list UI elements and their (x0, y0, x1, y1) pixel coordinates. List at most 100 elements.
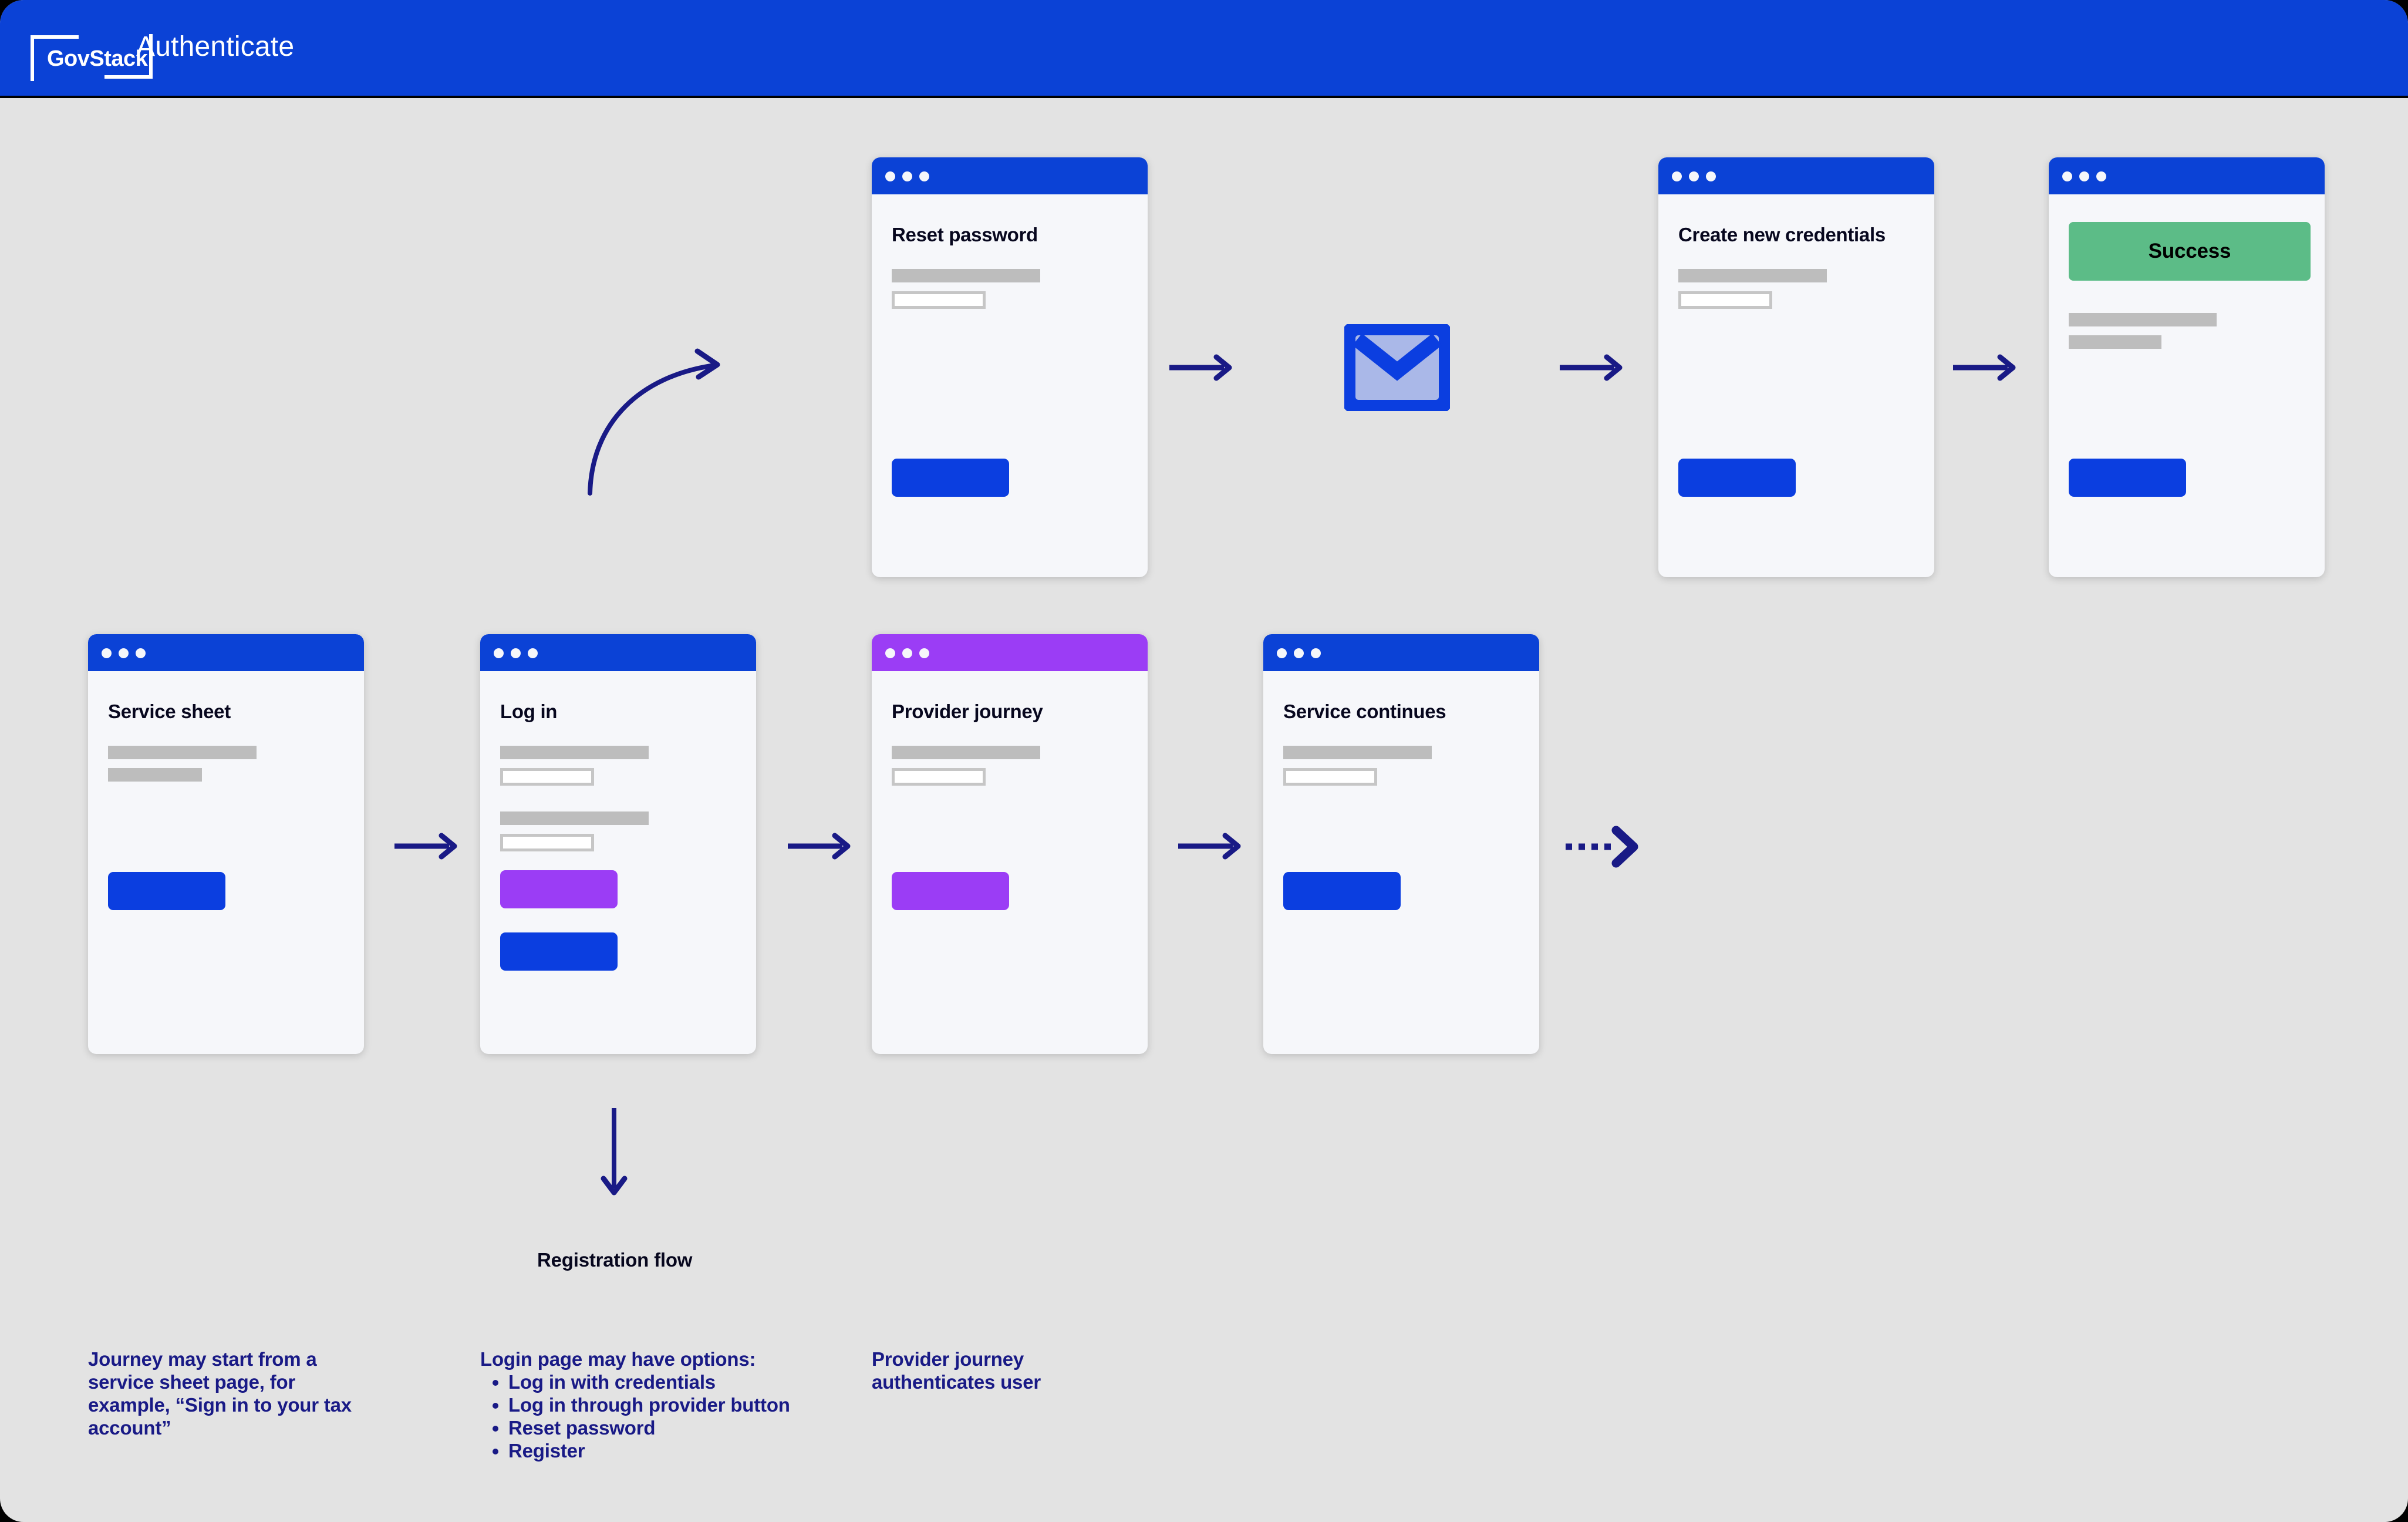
placeholder-label-bar (892, 746, 1040, 759)
arrow-down-icon (601, 1108, 628, 1196)
note-provider-journey: Provider journey authenticates user (872, 1348, 1041, 1393)
card-titlebar (1263, 634, 1539, 671)
note-login-options-heading: Login page may have options: (480, 1348, 756, 1370)
window-dot-icon (136, 648, 146, 658)
card-heading: Service sheet (108, 701, 231, 722)
note-login-options: Login page may have options: Log in with… (480, 1348, 832, 1462)
window-dots-icon (885, 171, 929, 181)
window-dot-icon (494, 648, 504, 658)
card-titlebar (872, 634, 1148, 671)
window-dot-icon (511, 648, 521, 658)
primary-action-button[interactable] (892, 872, 1009, 910)
card-provider-journey[interactable]: Provider journey (872, 634, 1148, 1054)
card-titlebar (480, 634, 756, 671)
placeholder-label-bar (500, 746, 649, 759)
primary-action-button[interactable] (500, 932, 618, 971)
primary-action-button[interactable] (108, 872, 225, 910)
window-dot-icon (919, 171, 929, 181)
text-input-field[interactable] (892, 768, 986, 786)
card-heading: Provider journey (892, 701, 1043, 722)
window-dot-icon (885, 171, 895, 181)
window-dots-icon (1277, 648, 1321, 658)
window-dot-icon (1294, 648, 1304, 658)
logo-text: GovStack (47, 46, 148, 71)
window-dot-icon (919, 648, 929, 658)
logo-bracket-bottom-right-icon (104, 34, 153, 79)
card-heading: Log in (500, 701, 558, 722)
placeholder-label-bar (2069, 335, 2161, 349)
window-dots-icon (2062, 171, 2106, 181)
text-input-field[interactable] (1678, 291, 1772, 309)
note-login-options-list: Log in with credentials Log in through p… (480, 1371, 832, 1462)
arrow-right-icon (1560, 354, 1623, 381)
card-reset-password[interactable]: Reset password (872, 157, 1148, 577)
primary-action-button[interactable] (892, 459, 1009, 497)
arrow-dotted-right-icon (1566, 826, 1638, 868)
arrow-right-icon (788, 833, 851, 860)
window-dots-icon (1672, 171, 1716, 181)
envelope-icon (1344, 324, 1450, 411)
text-input-field[interactable] (892, 291, 986, 309)
card-heading: Service continues (1283, 701, 1446, 722)
window-dot-icon (528, 648, 538, 658)
arrow-right-icon (394, 833, 457, 860)
primary-action-button[interactable] (1283, 872, 1401, 910)
app-header: GovStack Authenticate (0, 0, 2408, 98)
window-dot-icon (1277, 648, 1287, 658)
card-success[interactable]: Success (2049, 157, 2325, 577)
card-titlebar (1658, 157, 1934, 194)
primary-action-button[interactable] (2069, 459, 2186, 497)
text-input-field[interactable] (500, 834, 594, 851)
note-journey-start: Journey may start from a service sheet p… (88, 1348, 352, 1439)
placeholder-label-bar (1283, 746, 1432, 759)
list-item: Log in through provider button (508, 1393, 832, 1416)
provider-login-button[interactable] (500, 870, 618, 908)
card-service-sheet[interactable]: Service sheet (88, 634, 364, 1054)
arrow-right-icon (1178, 833, 1241, 860)
placeholder-label-bar (108, 768, 202, 782)
window-dot-icon (902, 648, 912, 658)
window-dot-icon (2062, 171, 2072, 181)
text-input-field[interactable] (500, 768, 594, 786)
window-dot-icon (1311, 648, 1321, 658)
card-heading: Reset password (892, 224, 1038, 245)
placeholder-label-bar (500, 811, 649, 825)
list-item: Reset password (508, 1416, 832, 1439)
window-dots-icon (102, 648, 146, 658)
govstack-logo: GovStack (28, 19, 156, 81)
arrow-curved-icon (588, 348, 720, 496)
window-dots-icon (494, 648, 538, 658)
status-badge-label: Success (2148, 240, 2231, 262)
window-dot-icon (2079, 171, 2089, 181)
window-dot-icon (1689, 171, 1699, 181)
card-heading: Create new credentials (1678, 224, 1886, 245)
placeholder-label-bar (108, 746, 257, 759)
card-create-new-credentials[interactable]: Create new credentials (1658, 157, 1934, 577)
placeholder-label-bar (892, 269, 1040, 282)
registration-flow-label: Registration flow (537, 1249, 693, 1271)
window-dot-icon (902, 171, 912, 181)
window-dot-icon (119, 648, 129, 658)
window-dot-icon (1706, 171, 1716, 181)
placeholder-label-bar (2069, 313, 2217, 326)
card-titlebar (2049, 157, 2325, 194)
primary-action-button[interactable] (1678, 459, 1796, 497)
list-item: Log in with credentials (508, 1371, 832, 1393)
list-item: Register (508, 1439, 832, 1462)
window-dot-icon (102, 648, 112, 658)
arrow-right-icon (1169, 354, 1232, 381)
page-title: Authenticate (136, 31, 295, 62)
card-titlebar (872, 157, 1148, 194)
status-badge-success: Success (2069, 222, 2311, 281)
card-log-in[interactable]: Log in (480, 634, 756, 1054)
window-dot-icon (2096, 171, 2106, 181)
card-service-continues[interactable]: Service continues (1263, 634, 1539, 1054)
text-input-field[interactable] (1283, 768, 1377, 786)
placeholder-label-bar (1678, 269, 1827, 282)
card-titlebar (88, 634, 364, 671)
window-dot-icon (1672, 171, 1682, 181)
window-dots-icon (885, 648, 929, 658)
window-dot-icon (885, 648, 895, 658)
arrow-right-icon (1953, 354, 2016, 381)
